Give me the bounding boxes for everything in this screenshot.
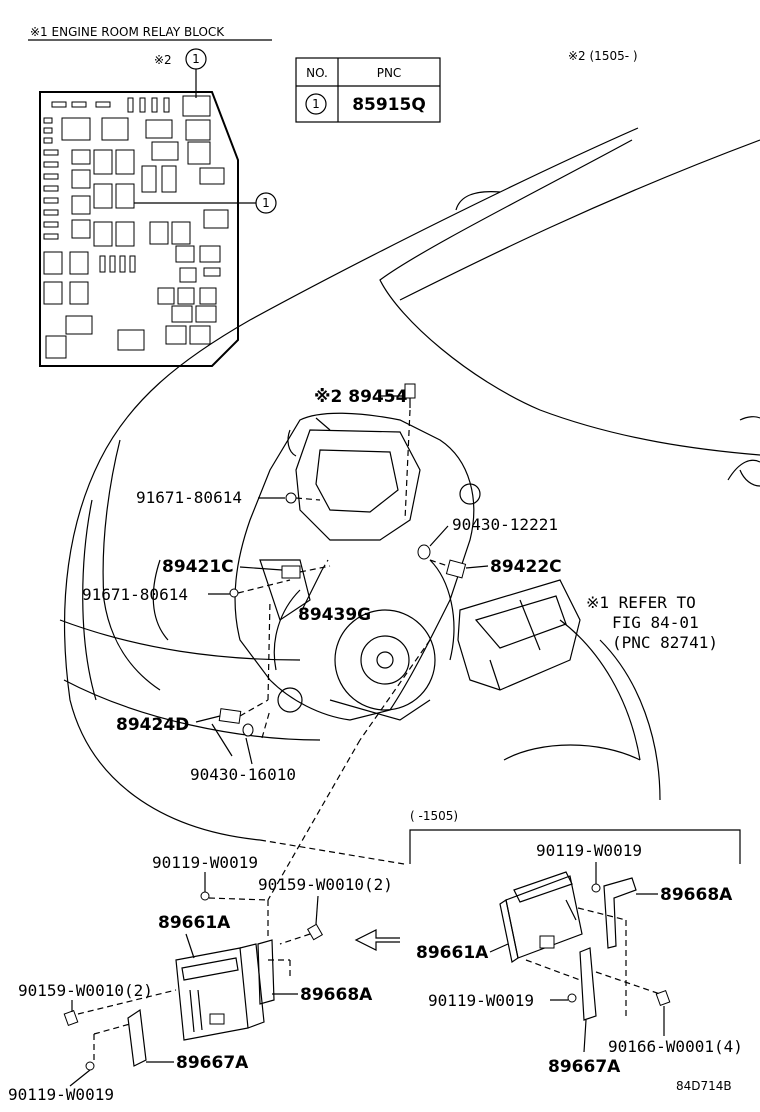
- relay-block-fuses: [43, 95, 229, 359]
- sensor-89422c: [429, 559, 489, 579]
- note2-range: ※2 (1505- ): [568, 49, 638, 63]
- sensor-89424d: [195, 599, 271, 765]
- right-group-bracket: [409, 829, 741, 864]
- ecu-bracket-refer: [457, 579, 581, 691]
- right-label-89667a: 89667A: [548, 1057, 621, 1077]
- bracket-89668a-left: [257, 939, 275, 1005]
- label-90430-16010: 90430-16010: [190, 765, 296, 784]
- left-label-90159-left: 90159-W0010(2): [18, 981, 153, 1000]
- left-label-89667a: 89667A: [176, 1053, 249, 1073]
- label-91671-80614-a: 91671-80614: [136, 488, 242, 507]
- bolt-91671-b: [208, 579, 291, 598]
- right-label-89661a: 89661A: [416, 943, 489, 963]
- left-label-89668a: 89668A: [300, 985, 373, 1005]
- pnc-table-row-pnc: 85915Q: [352, 95, 426, 115]
- right-label-90166-w0001: 90166-W0001(4): [608, 1037, 743, 1056]
- relay-block-title: ※1 ENGINE ROOM RELAY BLOCK: [30, 25, 225, 39]
- bracket-89667a-right: [579, 947, 597, 1021]
- left-label-89661a: 89661A: [158, 913, 231, 933]
- pnc-table-row-no: 1: [312, 97, 320, 111]
- left-label-90119-bottom: 90119-W0019: [8, 1085, 114, 1104]
- label-89439g: 89439G: [298, 605, 371, 625]
- refer-line-3: (PNC 82741): [612, 633, 718, 652]
- left-label-90159-top: 90159-W0010(2): [258, 875, 393, 894]
- callout-number-top: 1: [192, 52, 200, 66]
- leader-ecu-b: [267, 739, 361, 901]
- leader-ecu-a: [359, 639, 431, 741]
- right-range-label: ( -1505): [410, 809, 458, 823]
- right-label-89668a: 89668A: [660, 885, 733, 905]
- label-89454: ※2 89454: [314, 387, 408, 407]
- relay-callout-mark: ※2: [154, 53, 172, 67]
- sensor-89454: [378, 383, 416, 521]
- relay-block-outline: [39, 91, 239, 367]
- diagram-code: 84D714B: [676, 1079, 732, 1093]
- direction-arrow: [354, 929, 400, 951]
- engine-assembly: [234, 412, 481, 721]
- ecu-group-left: 90119-W0019 90159-W0010(2) 89661A 89668A…: [8, 853, 393, 1104]
- pnc-table-header-pnc: PNC: [377, 66, 402, 80]
- sensor-89421c: [239, 565, 331, 579]
- refer-line-1: ※1 REFER TO: [586, 593, 696, 612]
- bracket-89667a-left: [127, 1008, 147, 1067]
- label-89422c: 89422C: [490, 557, 562, 577]
- sensor-89439g: [299, 559, 329, 615]
- callout-number-right: 1: [262, 196, 270, 210]
- gasket-90430-12221: [417, 525, 449, 560]
- left-label-90119-top: 90119-W0019: [152, 853, 258, 872]
- label-89421c: 89421C: [162, 557, 234, 577]
- refer-line-2: FIG 84-01: [612, 613, 699, 632]
- right-label-90119-top: 90119-W0019: [536, 841, 642, 860]
- bracket-89668a-right: [603, 877, 637, 949]
- pnc-table: NO. PNC 1 85915Q: [295, 57, 441, 123]
- pnc-table-header-no: NO.: [306, 66, 328, 80]
- label-89424d: 89424D: [116, 715, 189, 735]
- label-90430-12221: 90430-12221: [452, 515, 558, 534]
- right-label-90119-mid: 90119-W0019: [428, 991, 534, 1010]
- bolt-91671-a: [258, 492, 321, 504]
- relay-block: ※1 ENGINE ROOM RELAY BLOCK: [28, 25, 277, 367]
- car-body-outline: [59, 127, 760, 841]
- ecu-group-right: ( -1505) 90119-W0019 89668A 89661A 90119…: [409, 809, 743, 1077]
- label-91671-80614-b: 91671-80614: [82, 585, 188, 604]
- leader-to-right-group: [259, 839, 405, 865]
